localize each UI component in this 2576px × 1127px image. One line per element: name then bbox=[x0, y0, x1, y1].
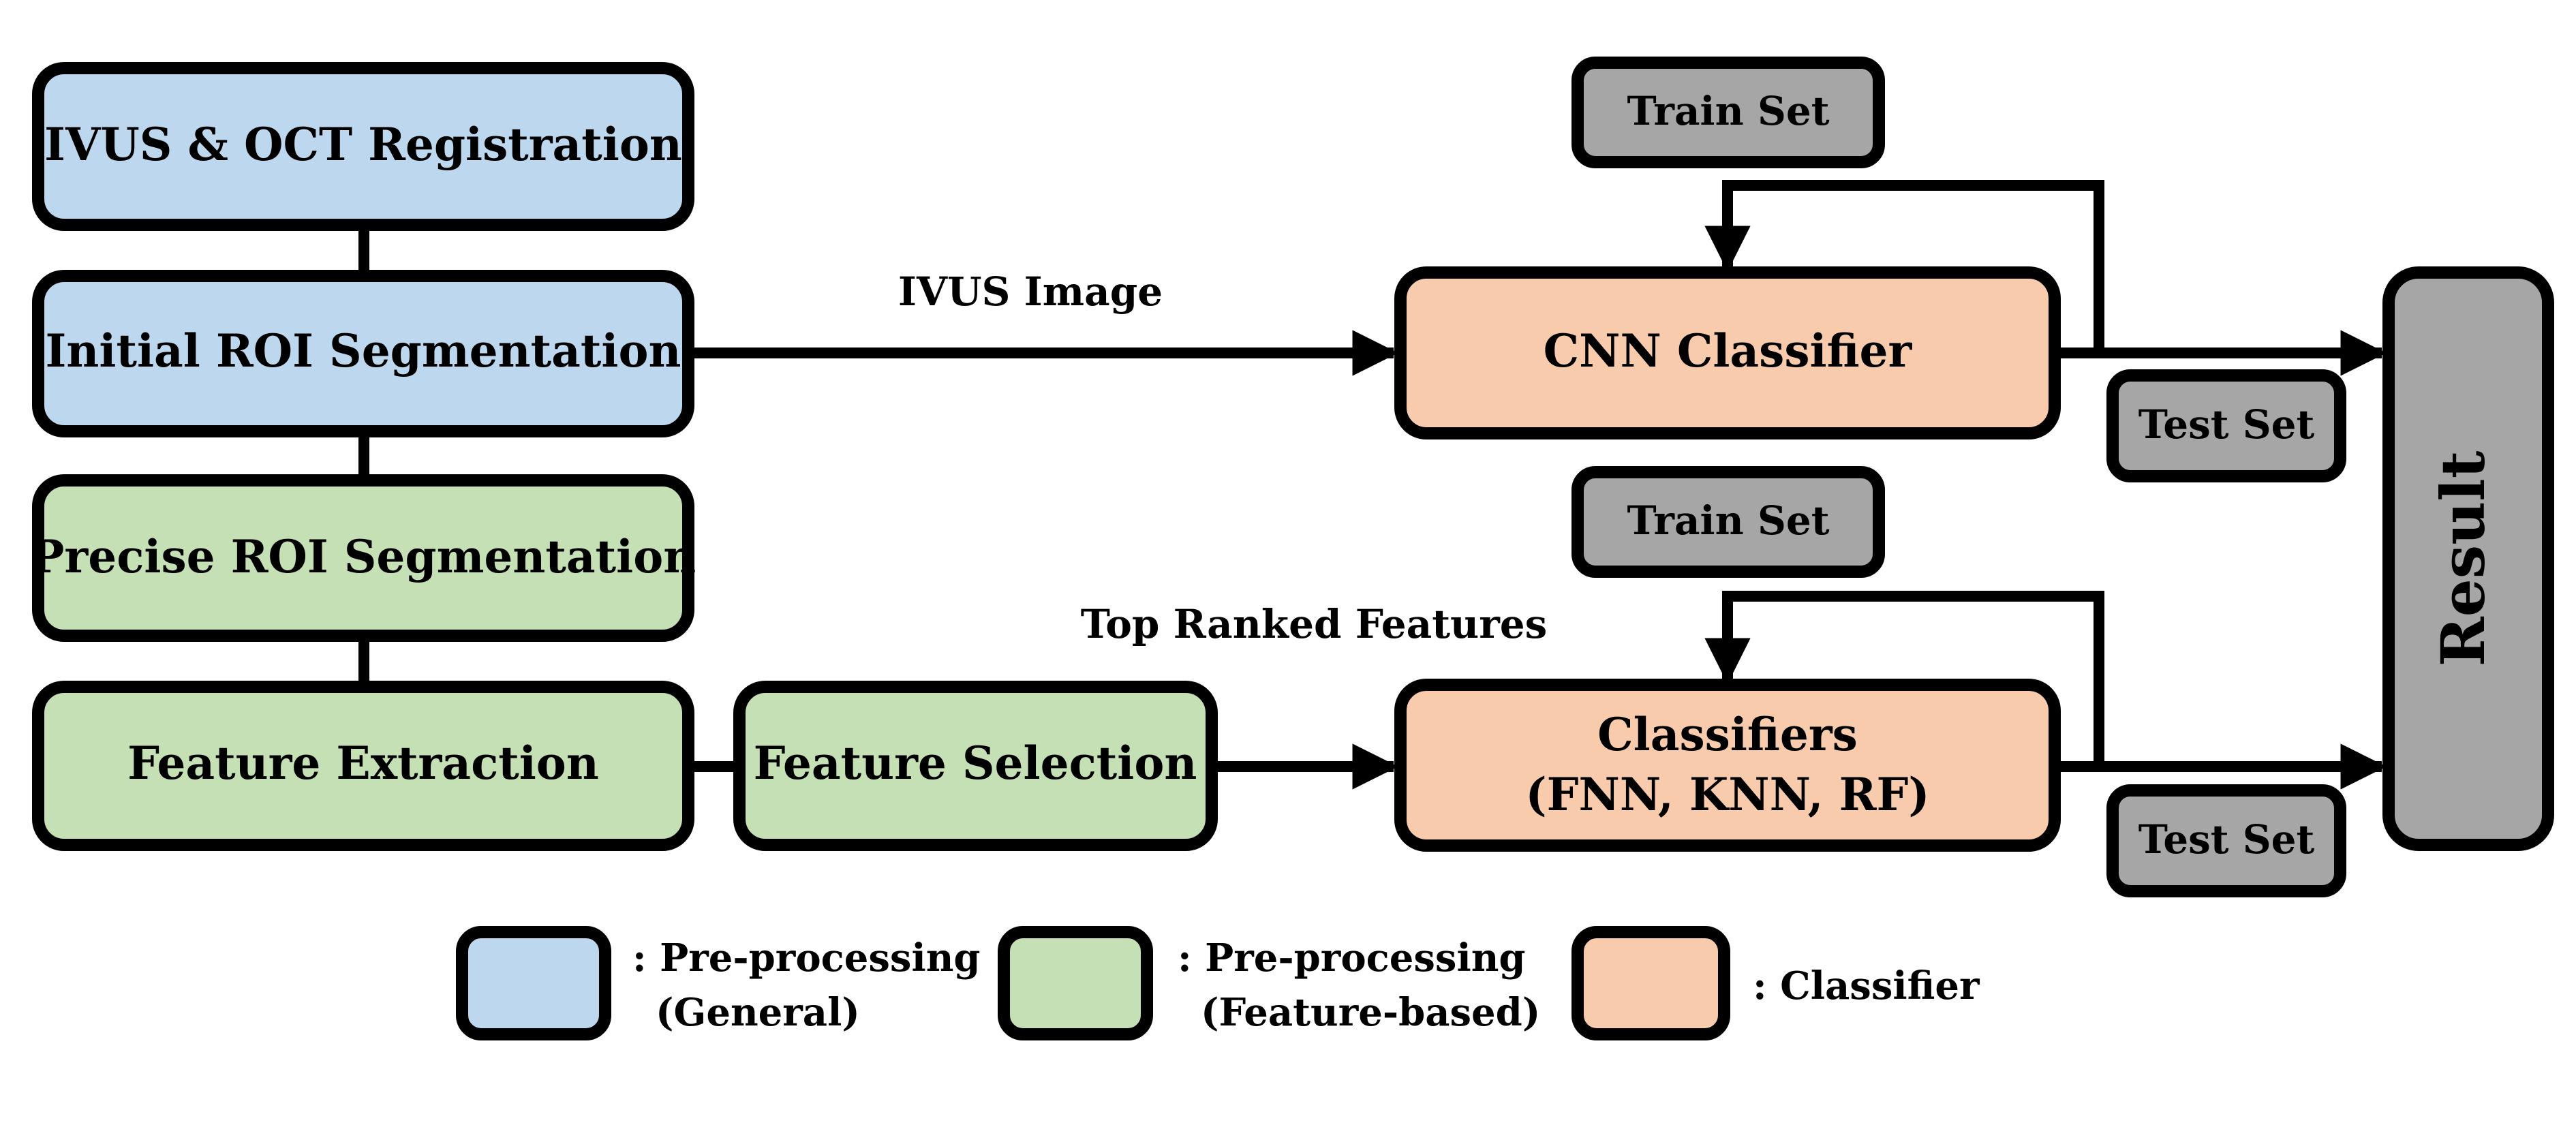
legend-classifier-label: : Classifier bbox=[1753, 963, 1980, 1008]
legend-feature-line2: (Feature-based) bbox=[1201, 990, 1540, 1035]
legend-general-line2: (General) bbox=[656, 990, 860, 1035]
ml-classifiers-label-line1: Classifiers bbox=[1597, 708, 1858, 761]
cnn-test-set-label: Test Set bbox=[2138, 401, 2315, 448]
initial-roi-box bbox=[32, 270, 694, 437]
legend-classifier-swatch bbox=[1571, 926, 1730, 1040]
cnn-train-set-box bbox=[1571, 57, 1885, 168]
cnn-train-set-label: Train Set bbox=[1627, 88, 1829, 134]
legend-general-line1: : Pre-processing bbox=[632, 936, 981, 981]
ml-classifiers-box bbox=[1394, 679, 2061, 852]
result-label: Result bbox=[2427, 450, 2498, 666]
precise-roi-label: Precise ROI Segmentation bbox=[31, 530, 696, 583]
ml-test-set-label: Test Set bbox=[2138, 816, 2315, 863]
ivus-image-label: IVUS Image bbox=[898, 268, 1163, 315]
registration-label: IVUS & OCT Registration bbox=[44, 118, 682, 171]
feature-extraction-box bbox=[32, 681, 694, 851]
ml-classifiers-label-line2: (FNN, KNN, RF) bbox=[1525, 768, 1929, 821]
cnn-classifier-box bbox=[1394, 266, 2061, 439]
ml-train-set-label: Train Set bbox=[1627, 497, 1829, 544]
legend-general-swatch bbox=[456, 926, 611, 1040]
registration-box bbox=[32, 62, 694, 231]
feature-selection-label: Feature Selection bbox=[754, 737, 1197, 790]
feature-extraction-label: Feature Extraction bbox=[127, 737, 599, 790]
precise-roi-box bbox=[32, 474, 694, 642]
top-ranked-features-label: Top Ranked Features bbox=[1081, 601, 1548, 647]
initial-roi-label: Initial ROI Segmentation bbox=[46, 324, 681, 377]
cnn-test-set-box bbox=[2106, 369, 2346, 482]
feature-selection-box bbox=[733, 681, 1218, 851]
result-box bbox=[2382, 266, 2554, 851]
legend-feature-line1: : Pre-processing bbox=[1178, 936, 1526, 981]
ml-train-set-box bbox=[1571, 466, 1885, 578]
cnn-classifier-label: CNN Classifier bbox=[1544, 324, 1913, 377]
legend-feature-swatch bbox=[998, 926, 1153, 1040]
ml-test-set-box bbox=[2106, 784, 2346, 897]
